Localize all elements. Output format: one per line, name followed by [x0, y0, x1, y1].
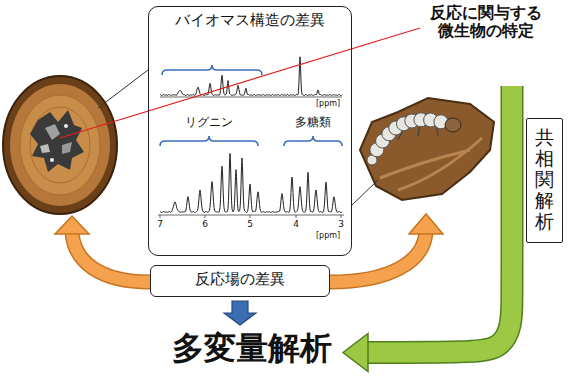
arrow-body — [330, 232, 426, 282]
node-text: バイオマス構造の差異 — [175, 12, 325, 29]
tick-number: 6 — [202, 219, 208, 229]
analysis-node: 多変量解析 — [164, 328, 340, 373]
structure-box: バイオマス構造の差異 — [148, 6, 352, 256]
bark — [3, 76, 117, 214]
fungus-patch — [30, 110, 84, 172]
node-text: 共相関解析 — [535, 127, 554, 231]
arrow-outline — [367, 86, 512, 353]
block-arrow — [224, 301, 256, 325]
pointer-line — [60, 28, 420, 138]
axis-line — [160, 97, 342, 98]
termite-head — [445, 118, 461, 132]
axis-line — [158, 215, 344, 216]
tick-number: 7 — [157, 219, 163, 229]
arrow-head — [343, 334, 368, 372]
wood-ring — [10, 84, 110, 206]
fungus-patch — [62, 142, 72, 154]
fungus-speck — [64, 124, 68, 128]
tick-number: 3 — [338, 219, 344, 229]
region-brace — [160, 136, 258, 146]
node-text: 反応場の差異 — [195, 271, 285, 288]
spectrum-line — [160, 57, 342, 96]
axis-ticks — [160, 215, 341, 218]
arrow-head — [409, 214, 443, 234]
peak-label: 多糖類 — [295, 116, 331, 130]
fungus-speck — [50, 158, 54, 162]
region-brace — [284, 136, 342, 146]
axis-unit: [ppm] — [316, 99, 340, 108]
arrow-outline — [72, 232, 150, 282]
arrow-outline — [330, 232, 426, 282]
wood-log — [3, 76, 117, 214]
axis-unit: [ppm] — [316, 231, 340, 240]
wood-grain — [380, 150, 470, 178]
tick-number: 5 — [247, 219, 253, 229]
wood-chunk — [360, 98, 494, 200]
flow-arrow — [224, 301, 256, 325]
leader-line — [352, 180, 378, 205]
nmr-spectra — [158, 57, 344, 218]
termite-wood — [360, 98, 494, 200]
region-brace — [162, 65, 262, 75]
arrow-head — [55, 216, 89, 234]
fungus-patch — [40, 144, 50, 153]
wood-ring — [20, 95, 100, 195]
wood-ring — [30, 107, 90, 183]
node-text: 多変量解析 — [172, 330, 332, 367]
flow-arrow — [343, 86, 512, 372]
orange-arrow — [330, 214, 443, 282]
reaction-box: 反応場の差異 — [150, 265, 330, 297]
callout-text: 反応に関与する微生物の特定 — [428, 4, 544, 41]
wood-grain — [398, 138, 482, 190]
leader-line — [98, 70, 148, 108]
orange-arrow — [55, 216, 150, 282]
correlation-box: 共相関解析 — [526, 118, 563, 243]
arrow-body — [72, 232, 150, 282]
tick-number: 4 — [293, 219, 299, 229]
peak-label: リグニン — [185, 116, 233, 130]
fungus-patch — [45, 124, 60, 140]
arrow-body — [367, 86, 512, 353]
spectrum-line — [160, 153, 342, 212]
